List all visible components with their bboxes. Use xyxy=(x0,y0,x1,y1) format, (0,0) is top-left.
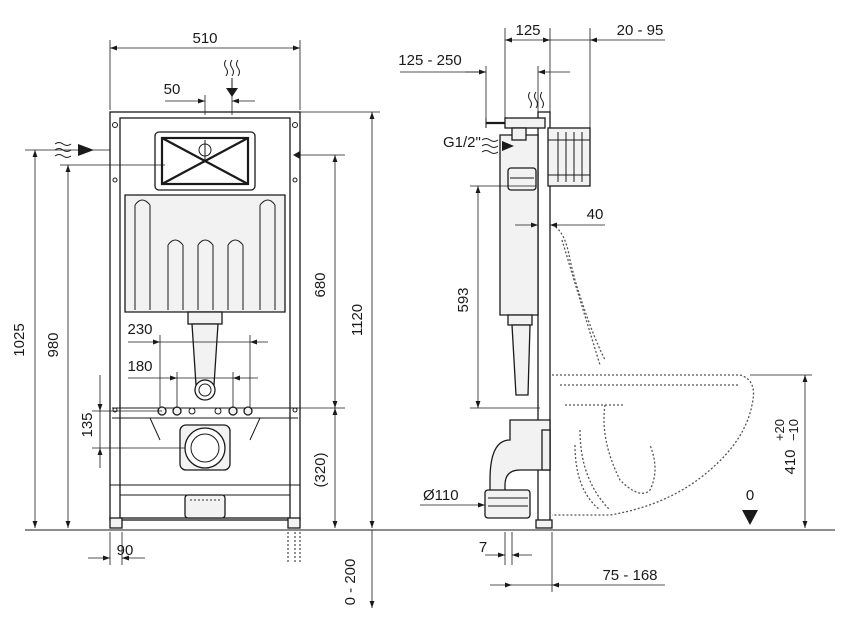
dim-75-168: 75 - 168 xyxy=(602,567,657,584)
floor-zero-label: 0 xyxy=(746,487,754,504)
dim-0-200: 0 - 200 xyxy=(342,559,359,606)
dim-410-tol-plus: +20 xyxy=(772,419,787,441)
front-view: 510 50 1025 980 680 (320) 1120 0 - 200 xyxy=(11,30,380,608)
dim-90: 90 xyxy=(117,542,134,559)
dim-1025: 1025 xyxy=(11,323,28,356)
dim-680: 680 xyxy=(312,272,329,297)
water-inlet-icon xyxy=(224,59,240,97)
cistern-tank xyxy=(124,194,286,313)
water-inlet-icon xyxy=(481,138,514,154)
dim-180: 180 xyxy=(127,358,152,375)
flush-pipe xyxy=(187,311,223,401)
dim-7: 7 xyxy=(479,539,487,556)
side-view: 125 20 - 95 125 - 250 G1/2" 40 5 xyxy=(398,22,812,592)
floor-level-icon xyxy=(742,510,758,525)
dim-230: 230 xyxy=(127,321,152,338)
dim-20-95: 20 - 95 xyxy=(617,22,664,39)
side-cistern xyxy=(499,134,539,396)
front-feet xyxy=(109,517,301,562)
dim-510: 510 xyxy=(192,30,217,47)
side-valve xyxy=(485,91,546,141)
toilet-bowl-outline xyxy=(551,224,755,516)
drain-connection xyxy=(179,424,231,519)
dim-125-250: 125 - 250 xyxy=(398,52,461,69)
dim-410-tol-minus: −10 xyxy=(786,419,801,441)
side-drain xyxy=(484,419,551,519)
dim-135: 135 xyxy=(79,412,96,437)
dim-50: 50 xyxy=(164,81,181,98)
dim-593: 593 xyxy=(455,287,472,312)
dim-40: 40 xyxy=(587,206,604,223)
dim-320: (320) xyxy=(312,452,329,487)
dim-d110: Ø110 xyxy=(423,487,459,504)
flush-plate-opening xyxy=(154,131,256,191)
dim-125: 125 xyxy=(515,22,540,39)
mounting-rails xyxy=(112,406,298,441)
dim-980: 980 xyxy=(45,332,62,357)
dim-1120: 1120 xyxy=(349,304,366,336)
label-g12: G1/2" xyxy=(443,134,481,151)
dim-410: 410 xyxy=(782,449,799,474)
